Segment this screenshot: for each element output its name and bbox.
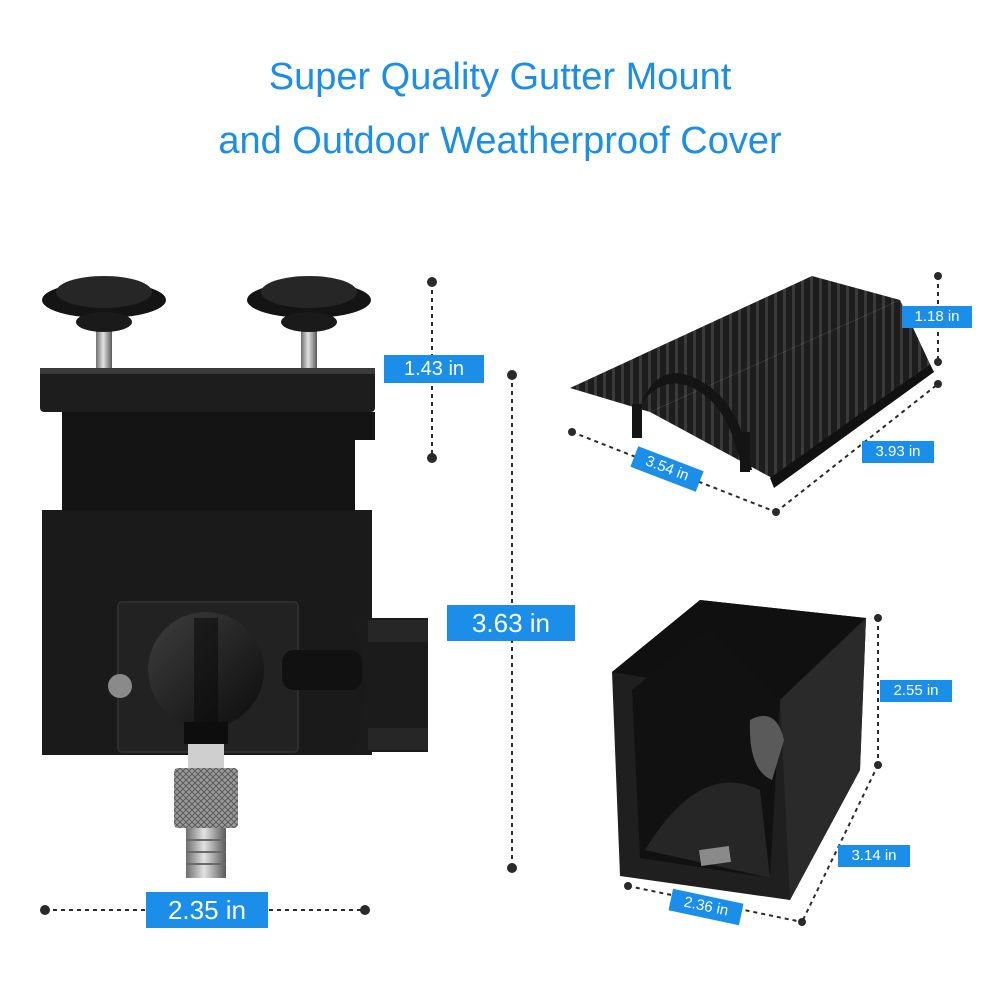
right-star-knob — [247, 276, 371, 332]
knurled-nut — [174, 768, 238, 828]
ball-stud — [108, 674, 132, 698]
headline-line-2: and Outdoor Weatherproof Cover — [218, 120, 782, 162]
mount-width-label: 2.35 in — [146, 892, 268, 928]
mount-total-height-label: 3.63 in — [447, 605, 575, 641]
cradle-depth-label: 3.14 in — [838, 845, 910, 867]
clamp-bar — [40, 368, 375, 412]
left-star-knob — [42, 276, 166, 332]
side-thumb-screw — [282, 618, 428, 752]
mount-clamp-height-label: 1.43 in — [384, 355, 484, 383]
roof-dimension-endpoints — [568, 272, 942, 516]
headline-line-1: Super Quality Gutter Mount — [268, 56, 732, 98]
roof-height-label: 1.18 in — [902, 306, 972, 328]
camera-cradle-cover — [612, 600, 866, 900]
right-screw-upper — [301, 326, 317, 370]
cradle-dimension-endpoints — [624, 614, 882, 926]
mount-dimension-endpoints — [40, 277, 517, 915]
cradle-slot — [699, 845, 731, 867]
cradle-height-label: 2.55 in — [880, 680, 952, 702]
gutter-mount — [40, 276, 428, 878]
left-screw-upper — [96, 326, 112, 370]
roof-depth-label: 3.93 in — [862, 441, 934, 463]
weatherproof-roof-cover — [570, 276, 934, 488]
